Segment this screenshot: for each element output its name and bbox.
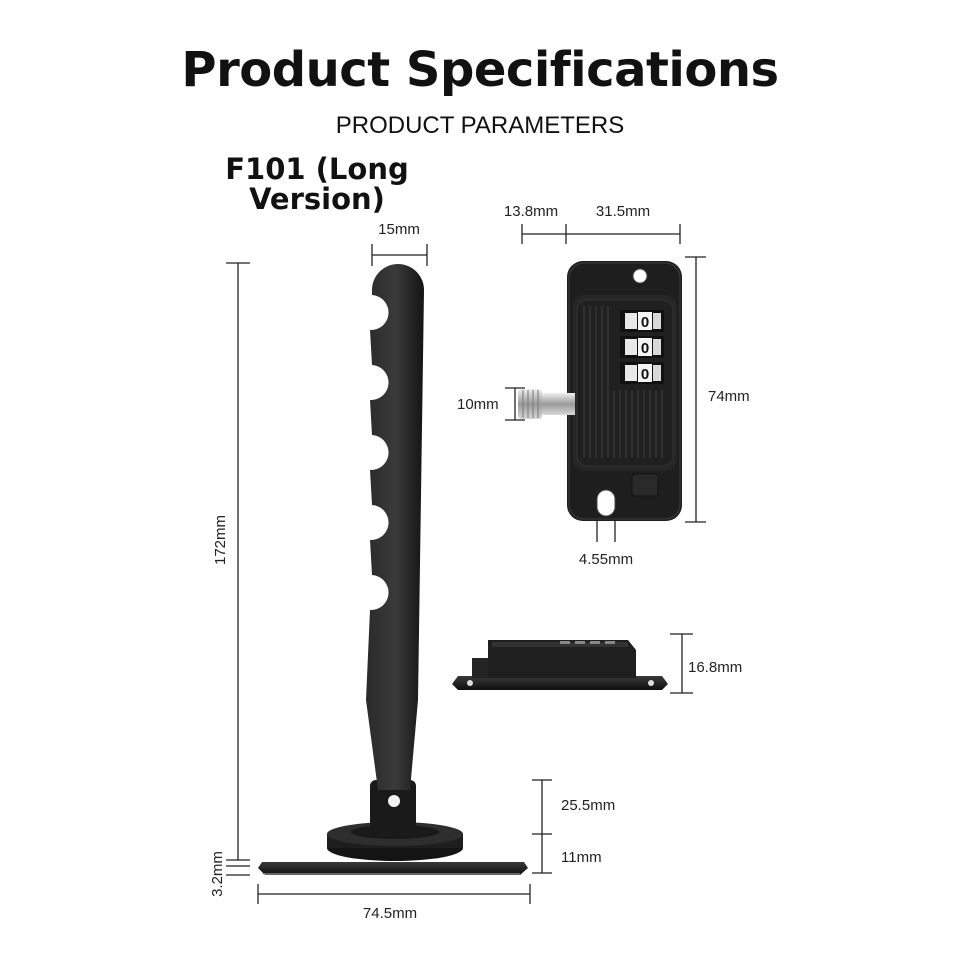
base-width-label: 74.5mm bbox=[363, 905, 417, 922]
dim-slot-width: 4.55mm bbox=[579, 520, 633, 568]
dim-lock-width: 13.8mm 31.5mm bbox=[504, 203, 681, 244]
dim-lock-height: 74mm bbox=[685, 256, 750, 523]
lock-depth-label: 16.8mm bbox=[688, 659, 742, 676]
bolt-diameter-label: 10mm bbox=[457, 396, 499, 413]
lock-dial-1: 0 bbox=[620, 310, 664, 332]
dial-3-value: 0 bbox=[641, 366, 649, 383]
dim-bolt-diameter: 10mm bbox=[457, 387, 525, 421]
page-subtitle: PRODUCT PARAMETERS bbox=[335, 112, 625, 139]
lock-side-view bbox=[452, 640, 668, 690]
dim-base-thickness: 3.2mm bbox=[209, 851, 250, 897]
lock-height-label: 74mm bbox=[708, 388, 750, 405]
arm-width-label: 15mm bbox=[378, 221, 420, 238]
dim-hinge-mount: 25.5mm 11mm bbox=[532, 779, 615, 874]
base-thickness-label: 3.2mm bbox=[209, 851, 226, 897]
combination-lock bbox=[518, 261, 682, 521]
mount-height-label: 11mm bbox=[561, 849, 602, 866]
dim-height-total: 172mm bbox=[212, 262, 250, 861]
lock-offset-label: 13.8mm bbox=[504, 203, 558, 220]
lock-dial-3: 0 bbox=[620, 362, 664, 384]
dim-arm-width: 15mm bbox=[371, 221, 428, 266]
height-total-label: 172mm bbox=[212, 515, 229, 565]
long-arm-bracket bbox=[258, 264, 528, 875]
slot-width-label: 4.55mm bbox=[579, 551, 633, 568]
model-name: F101 (Long Version) bbox=[225, 152, 409, 216]
hinge-height-label: 25.5mm bbox=[561, 797, 615, 814]
dim-lock-depth: 16.8mm bbox=[670, 633, 742, 694]
dim-base-width: 74.5mm bbox=[257, 884, 531, 922]
dial-2-value: 0 bbox=[641, 340, 649, 357]
lock-dial-2: 0 bbox=[620, 336, 664, 358]
page-title: Product Specifications bbox=[181, 42, 779, 98]
dial-1-value: 0 bbox=[641, 314, 649, 331]
lock-width-label: 31.5mm bbox=[596, 203, 650, 220]
